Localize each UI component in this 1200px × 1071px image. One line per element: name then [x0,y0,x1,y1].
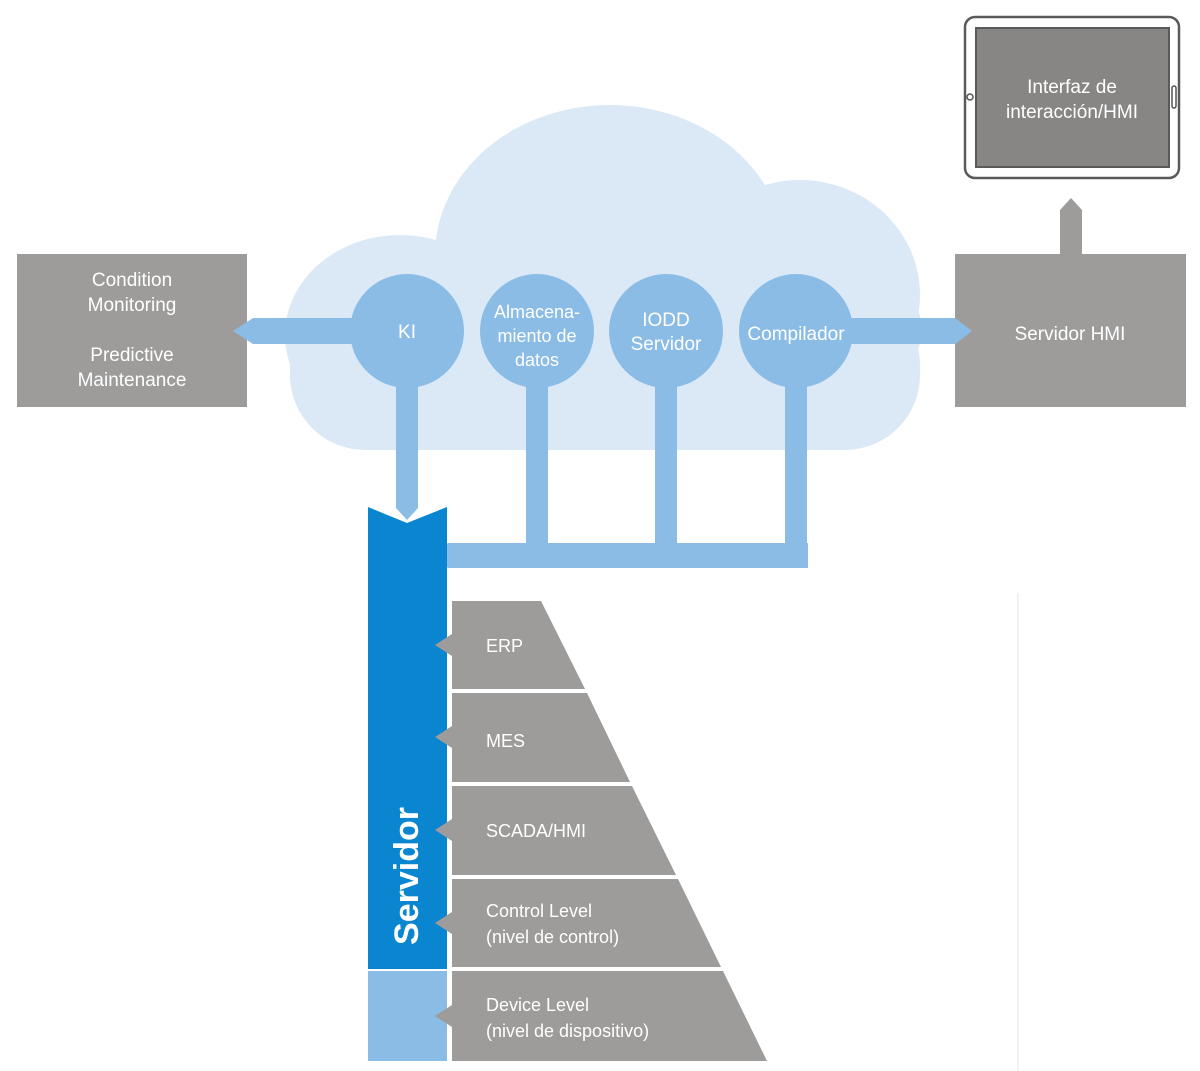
control-label-line1: Control Level [486,901,592,921]
device-label-line2: (nivel de dispositivo) [486,1021,649,1041]
servidor-hmi-box [955,254,1186,407]
pyramid-level-mes [435,693,630,782]
mes-label: MES [486,731,525,751]
condition-monitoring-box [17,254,247,407]
left-box-line4: Maintenance [78,370,187,391]
arrow-up-to-tablet [1060,198,1082,254]
arrow-compiler-up [785,373,807,545]
server-label: Servidor [388,807,426,945]
cloud [285,105,922,450]
storage-circle [480,274,594,388]
control-label-line2: (nivel de control) [486,927,619,947]
compiler-circle [739,274,853,388]
left-box-line1: Condition [92,270,172,291]
storage-label-line2: miento de [497,326,576,346]
device-label-line1: Device Level [486,995,589,1015]
storage-label-line3: datos [515,350,559,370]
tablet-camera-icon [966,93,974,101]
iodd-label-line1: IODD [642,310,690,331]
arrow-ki-to-left-box [233,318,360,344]
tablet-label-line1: Interfaz de [1027,77,1117,98]
server-column [368,507,447,969]
device-level-server-segment [368,971,447,1061]
iodd-server-circle [609,274,723,388]
compiler-label: Compilador [747,324,845,345]
arrow-compiler-to-hmi-server [840,318,972,344]
pyramid-level-scada [435,786,676,875]
connector-storage-down [526,370,548,545]
erp-label: ERP [486,636,523,656]
left-box-line2: Monitoring [88,295,177,316]
tablet-home-button-icon [1171,85,1177,109]
arrow-ki-down-to-server [396,370,418,520]
arrow-iodd-down [655,370,677,556]
storage-label-line1: Almacena- [494,302,580,322]
tablet-device: Interfaz de interacción/HMI [963,15,1181,180]
ki-circle [350,274,464,388]
pyramid-level-erp [435,601,585,689]
left-box-line3: Predictive [90,345,173,366]
pyramid-level-control [435,879,721,967]
iodd-label-line2: Servidor [631,334,702,355]
servidor-hmi-label: Servidor HMI [1015,324,1126,345]
tablet-label-line2: interacción/HMI [1006,102,1138,123]
tablet-screen [975,27,1170,168]
scada-label: SCADA/HMI [486,821,586,841]
pyramid-level-device [435,971,767,1061]
ki-label: KI [398,322,416,343]
bus-to-server [432,543,808,568]
